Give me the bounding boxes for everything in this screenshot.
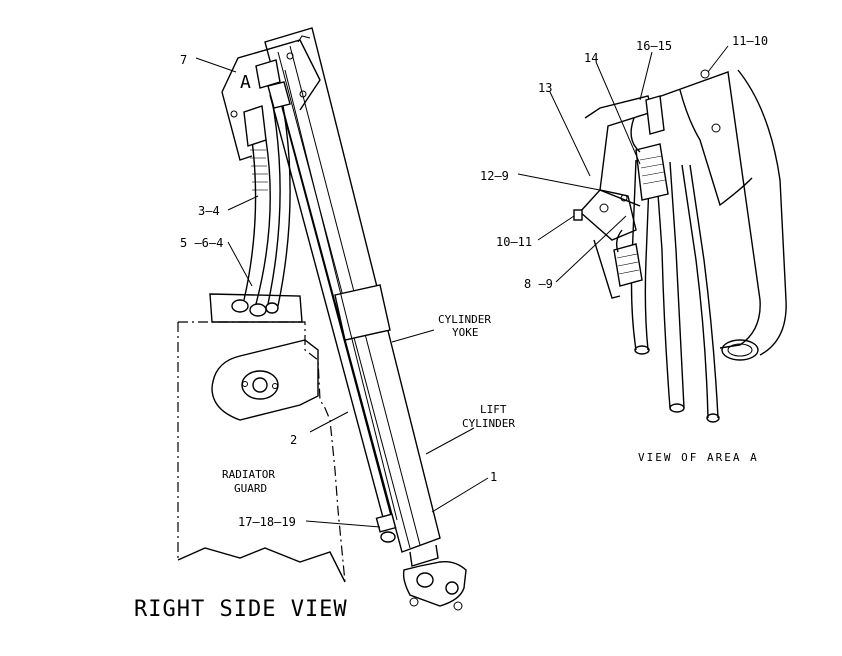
- lift-cylinder-label-line1: LIFT: [480, 403, 507, 416]
- top-bracket: [221, 35, 321, 161]
- lift-cylinder-label-line2: CYLINDER: [462, 417, 515, 430]
- callout-8-9: 8 –9: [524, 277, 553, 291]
- callout-10-11: 10–11: [496, 235, 532, 249]
- callout-3-4: 3–4: [198, 204, 220, 218]
- hose-block: [209, 293, 303, 323]
- area-a-view: 11–10 16–15 14 13 12–9 10–11 8 –9 VIEW O…: [480, 34, 787, 464]
- cylinder-yoke-label-line2: YOKE: [452, 326, 479, 339]
- area-a-marker: A: [240, 72, 251, 93]
- hoses: [231, 99, 291, 317]
- callout-16-15: 16–15: [636, 39, 672, 53]
- callout-13: 13: [538, 81, 552, 95]
- right-side-view: 7 A 3–4 5 –6–4 CYLINDER YOKE LIFT CYLIND…: [134, 27, 515, 622]
- callout-1: 1: [490, 470, 497, 484]
- radiator-guard-label-line2: GUARD: [234, 482, 267, 495]
- callout-17-18-19: 17–18–19: [238, 515, 296, 529]
- area-a-view-title: VIEW OF AREA A: [638, 451, 759, 464]
- callout-2: 2: [290, 433, 297, 447]
- callout-12-9: 12–9: [480, 169, 509, 183]
- right-side-view-title: RIGHT SIDE VIEW: [134, 597, 348, 622]
- cylinder-yoke-label-line1: CYLINDER: [438, 313, 491, 326]
- callout-5-6-4: 5 –6–4: [180, 236, 223, 250]
- callout-7: 7: [180, 53, 187, 67]
- leader-lines: [195, 57, 489, 528]
- radiator-guard-label-line1: RADIATOR: [222, 468, 275, 481]
- callout-14: 14: [584, 51, 598, 65]
- bolt-11-10: [700, 69, 710, 79]
- radiator-guard: [177, 321, 346, 583]
- callout-11-10: 11–10: [732, 34, 768, 48]
- area-a-leader-lines: [517, 45, 729, 283]
